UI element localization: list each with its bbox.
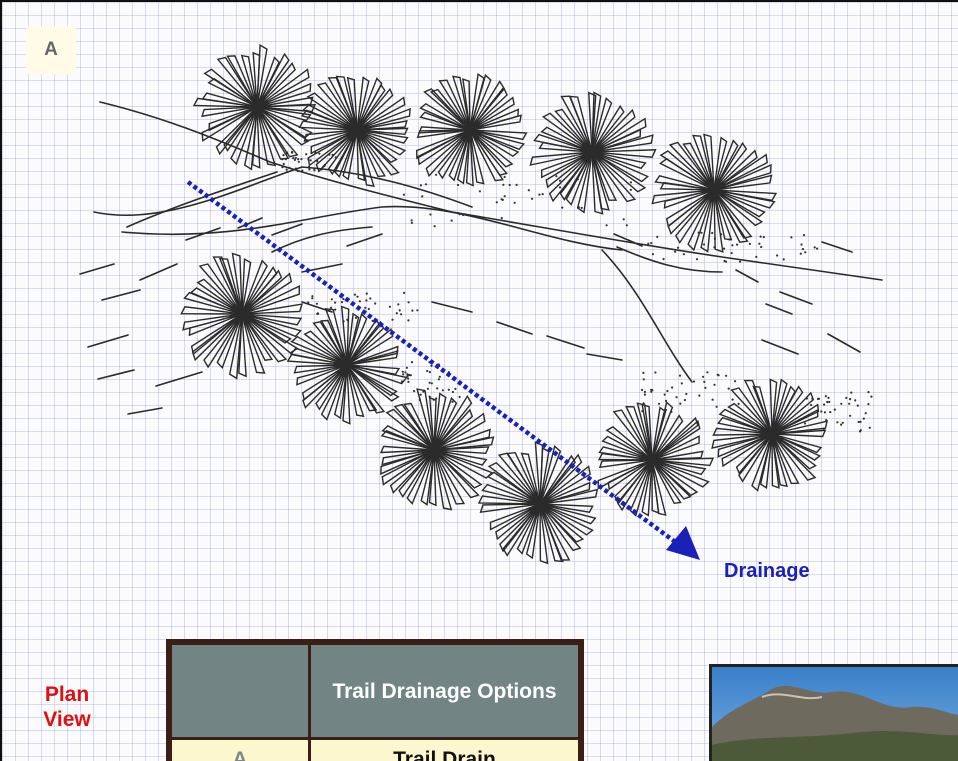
soil-stipple bbox=[281, 151, 872, 433]
plan-view-label-line-1: Plan bbox=[37, 682, 97, 707]
legend-row: A Trail Drain bbox=[172, 740, 578, 761]
drainage-options-legend: Trail Drainage Options A Trail Drain bbox=[166, 639, 584, 761]
trail-photo bbox=[709, 664, 958, 761]
legend-header-row: Trail Drainage Options bbox=[172, 645, 578, 737]
plan-view-label-line-2: View bbox=[37, 707, 97, 732]
shrub-group bbox=[181, 45, 827, 563]
legend-table: Trail Drainage Options A Trail Drain bbox=[169, 642, 581, 761]
trail-edge-lines bbox=[80, 102, 882, 414]
legend-row-code: A bbox=[172, 740, 308, 761]
legend-header-title: Trail Drainage Options bbox=[311, 645, 578, 737]
option-letter-label: A bbox=[26, 26, 76, 74]
drainage-arrow-label: Drainage bbox=[724, 560, 810, 583]
plan-view-label: Plan View bbox=[37, 682, 97, 732]
legend-header-code bbox=[172, 645, 308, 737]
legend-row-option: Trail Drain bbox=[311, 740, 578, 761]
